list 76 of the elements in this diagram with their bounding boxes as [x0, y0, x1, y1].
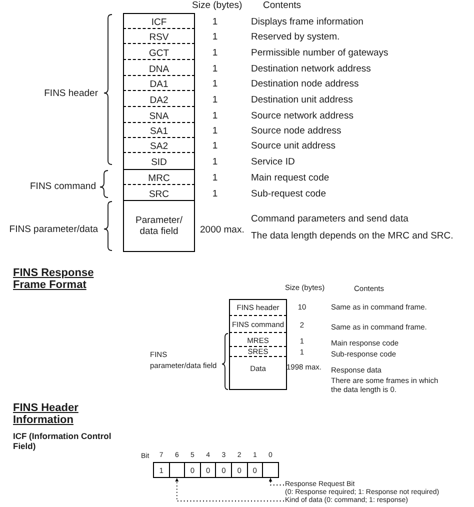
- frame-field: [229, 346, 287, 356]
- field-name: SNA: [149, 110, 169, 122]
- field-name: DA2: [150, 94, 168, 106]
- section-heading: FINS Header Information: [13, 402, 80, 426]
- frame-field: [123, 169, 195, 184]
- field-name: GCT: [148, 48, 170, 58]
- byte-size: 1: [212, 94, 218, 105]
- field-name: SRC: [148, 188, 170, 200]
- byte-size: 2000 max.: [200, 224, 244, 236]
- field-description: Source network address: [251, 110, 354, 121]
- byte-size: 1: [212, 188, 218, 199]
- bit-cell: [231, 462, 248, 478]
- bit-cell: [215, 462, 232, 478]
- byte-size: 1: [212, 172, 218, 184]
- frame-field: [229, 315, 287, 332]
- column-header: Size (bytes): [192, 0, 242, 11]
- frame-field: [123, 59, 195, 75]
- field-name: SA2: [150, 141, 168, 152]
- field-name: DA1: [150, 79, 168, 90]
- byte-size: 1: [212, 110, 218, 121]
- byte-size: 1: [212, 32, 218, 42]
- frame-field: [123, 184, 195, 200]
- frame-field: [123, 43, 195, 59]
- field-description: Displays frame information: [251, 16, 364, 28]
- group-label: FINS parameter/data: [9, 224, 98, 235]
- column-header: Contents: [263, 0, 302, 11]
- field-name: SA1: [150, 126, 168, 137]
- field-description: The data length depends on the MRC and SRC.: [251, 230, 454, 242]
- byte-size: 1: [212, 156, 218, 168]
- byte-size: 1: [212, 126, 218, 136]
- frame-field: [123, 152, 195, 169]
- byte-size: 1: [212, 47, 218, 58]
- field-description: Source node address: [251, 126, 342, 136]
- frame-field: [123, 106, 195, 122]
- byte-size: 1: [212, 140, 218, 152]
- byte-size: 1: [212, 78, 218, 90]
- frame-field: [229, 299, 287, 315]
- field-name: RSV: [149, 32, 169, 43]
- field-description: Permissible number of gateways: [251, 47, 388, 58]
- frame-field: [123, 13, 195, 28]
- field-description: Sub-request code: [251, 188, 326, 199]
- frame-field: [229, 332, 287, 346]
- field-name: SID: [151, 157, 167, 168]
- field-name: DNA: [148, 64, 170, 74]
- frame-field: [123, 122, 195, 137]
- frame-field: [123, 90, 195, 106]
- byte-size: 1: [212, 16, 218, 28]
- field-description: Main request code: [251, 172, 330, 184]
- field-description: Destination unit address: [251, 94, 353, 105]
- bit-cell: [200, 462, 216, 478]
- field-name: Parameter/ data field: [134, 215, 184, 237]
- field-description: Source unit address: [251, 140, 336, 152]
- bit-cell: [168, 462, 186, 478]
- bit-cell: [262, 462, 279, 478]
- field-name: ICF: [151, 17, 167, 28]
- group-label: FINS command: [30, 181, 96, 192]
- leader-line: [268, 478, 284, 486]
- byte-size: 1: [212, 63, 218, 74]
- section-heading: FINS Response Frame Format: [13, 267, 95, 291]
- field-description: Destination network address: [251, 63, 371, 74]
- frame-field: [123, 28, 195, 43]
- field-name: MRC: [148, 173, 170, 184]
- field-description: Command parameters and send data: [251, 214, 408, 224]
- frame-field: [123, 200, 195, 252]
- frame-field: [229, 356, 287, 390]
- field-description: Destination node address: [251, 78, 359, 90]
- subsection-heading: ICF (Information Control Field): [13, 431, 112, 451]
- frame-field: [123, 137, 195, 152]
- field-description: Service ID: [251, 156, 295, 168]
- field-description: Reserved by system.: [251, 32, 340, 42]
- bit-cell: [153, 462, 170, 478]
- group-label: FINS header: [44, 88, 98, 99]
- bit-cell: [184, 462, 201, 478]
- leader-line: [175, 478, 284, 502]
- bit-cell: [246, 462, 264, 478]
- frame-field: [123, 75, 195, 90]
